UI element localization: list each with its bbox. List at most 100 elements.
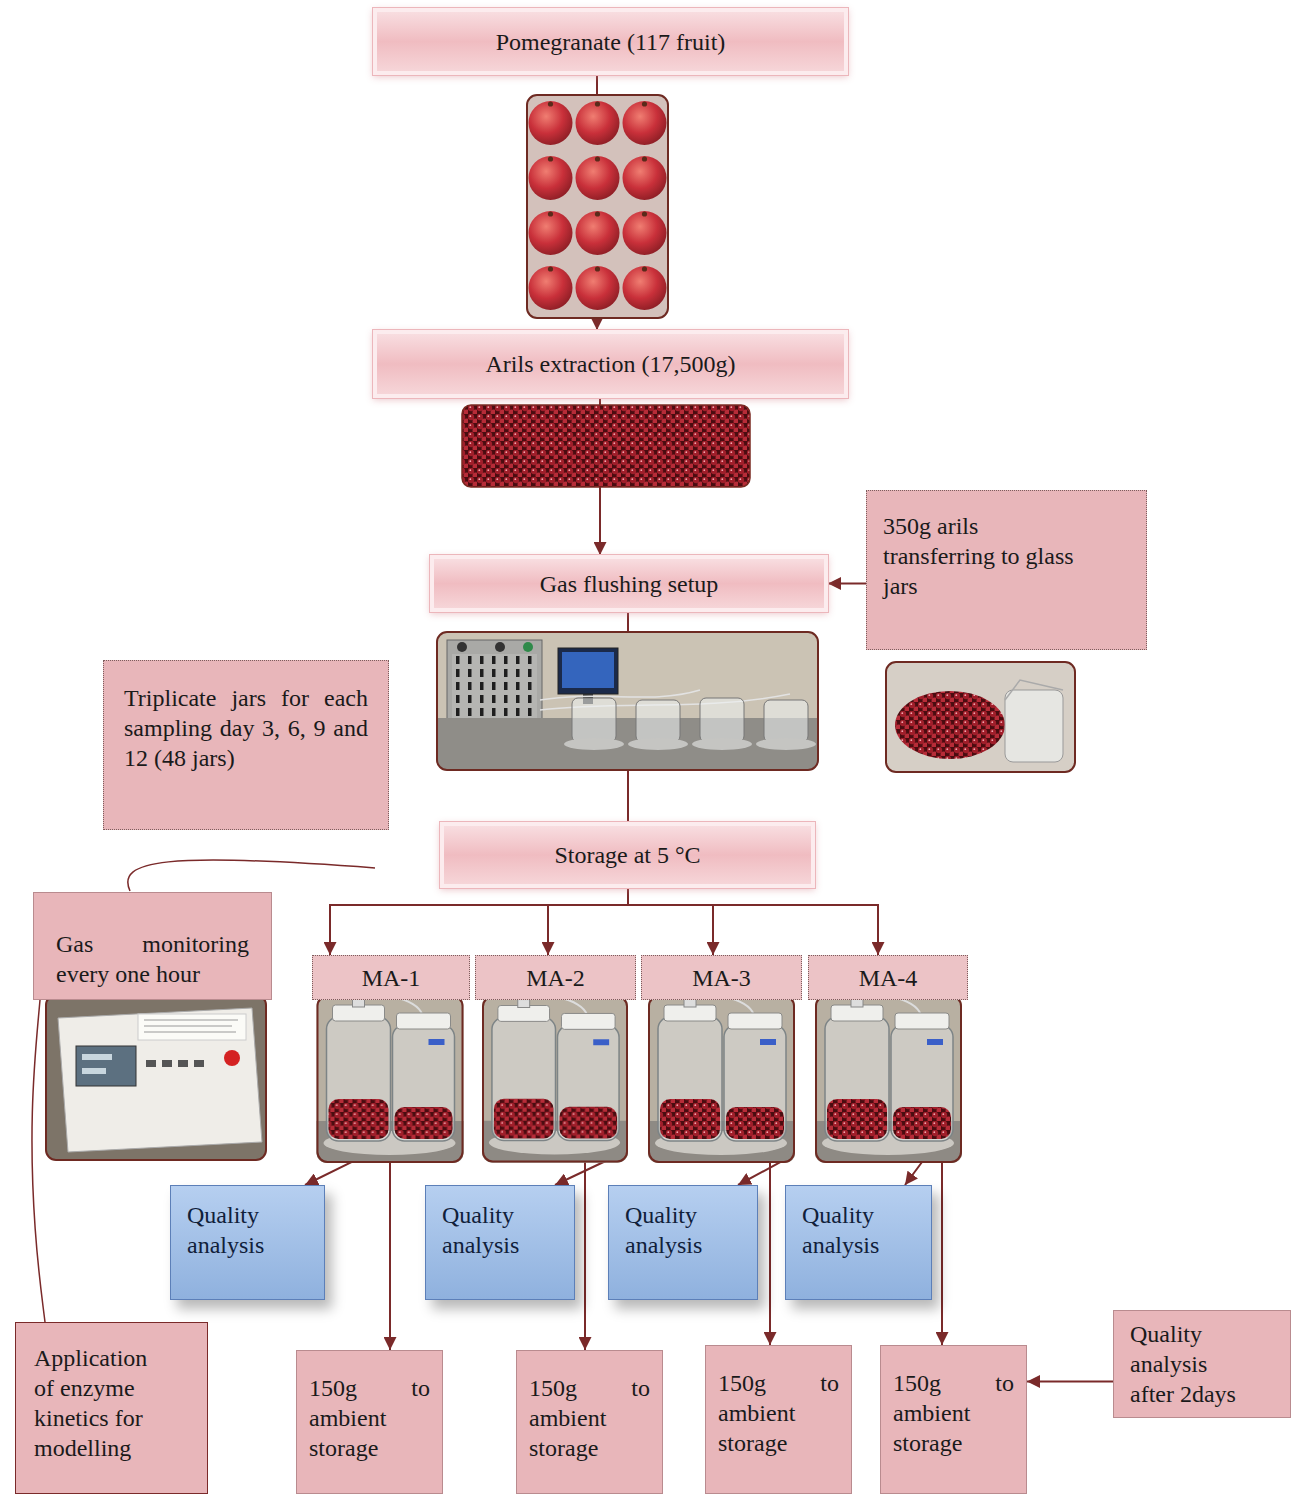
box-text: MA-1: [362, 963, 421, 993]
gas-flushing-photo: [564, 738, 624, 750]
process-box: Quality analysis: [608, 1185, 758, 1300]
flow-connector: [1027, 1381, 1113, 1383]
box-text: MA-3: [692, 963, 751, 993]
gas-flushing-photo: [764, 700, 808, 742]
box-text: Quality analysis after 2days: [1130, 1319, 1255, 1409]
treatment-label: MA-4: [808, 955, 968, 1000]
box-text: Gas monitoring every one hour: [56, 929, 249, 989]
gas-flushing-photo: [437, 632, 818, 770]
box-text: 350g arils transferring to glass jars: [883, 511, 1083, 601]
gas-flushing-photo: [523, 642, 533, 652]
process-box: 150g to ambient storage: [705, 1345, 852, 1494]
gas-analyser-photo: [162, 1060, 172, 1067]
arils-jar-photo: [886, 662, 1075, 772]
arils-photo: [462, 405, 750, 487]
gas-flushing-photo: [457, 642, 467, 652]
gas-analyser-photo: [144, 1020, 238, 1032]
arils-jar-photo: [895, 691, 1005, 759]
pomegranate-photo: [527, 95, 668, 318]
gas-analyser-photo: [146, 1060, 156, 1067]
treatment-label: MA-3: [641, 955, 802, 1000]
gas-flushing-photo: [692, 738, 752, 750]
gas-flushing-photo: [756, 738, 816, 750]
process-banner: Storage at 5 °C: [440, 822, 815, 888]
jar-photo: [815, 995, 962, 1163]
gas-flushing-photo: [700, 698, 744, 742]
flow-connector: [330, 888, 628, 955]
gas-flushing-photo: [562, 652, 614, 688]
box-text: Gas flushing setup: [540, 569, 719, 599]
jar-photo: [317, 995, 464, 1163]
box-text: Application of enzyme kinetics for model…: [34, 1343, 172, 1463]
gas-flushing-photo: [437, 632, 818, 770]
arils-jar-photo: [1005, 690, 1063, 762]
box-text: Triplicate jars for each sampling day 3,…: [124, 683, 368, 773]
gas-analyser-photo: [178, 1060, 188, 1067]
gas-flushing-photo: [437, 718, 818, 770]
flow-connector: [548, 888, 628, 955]
gas-flushing-photo: [572, 698, 616, 742]
box-text: 150g to ambient storage: [718, 1368, 839, 1458]
flow-connector: [828, 583, 866, 585]
process-box: Quality analysis: [785, 1185, 932, 1300]
note-box: 350g arils transferring to glass jars: [866, 490, 1147, 650]
box-text: MA-4: [859, 963, 918, 993]
gas-analyser-photo: [194, 1060, 204, 1067]
leader-line: [128, 860, 375, 891]
box-text: 150g to ambient storage: [529, 1373, 650, 1463]
gas-flushing-photo: [636, 700, 680, 742]
note-box: Quality analysis after 2days: [1113, 1310, 1291, 1418]
jar-photo: [648, 995, 795, 1163]
gas-analyser-photo: [46, 995, 266, 1160]
arils-jar-photo: [886, 662, 1075, 772]
pomegranate-photo: [527, 95, 668, 318]
gas-flushing-photo: [495, 642, 505, 652]
gas-analyser-photo: [224, 1050, 240, 1066]
box-text: Quality analysis: [802, 1200, 915, 1260]
box-text: Storage at 5 °C: [554, 840, 700, 870]
arils-photo: [462, 405, 750, 487]
process-banner: Gas flushing setup: [430, 555, 828, 612]
gas-analyser-photo: [46, 995, 266, 1160]
box-text: Arils extraction (17,500g): [486, 349, 736, 379]
flow-connector: [628, 888, 713, 955]
box-text: Pomegranate (117 fruit): [496, 27, 726, 57]
box-text: 150g to ambient storage: [309, 1373, 430, 1463]
gas-flushing-photo: [628, 738, 688, 750]
box-text: Quality analysis: [442, 1200, 558, 1260]
arils-jar-photo: [1005, 680, 1063, 700]
gas-analyser-photo: [46, 995, 266, 1160]
connector-group: [32, 75, 1113, 1382]
title-banner: Pomegranate (117 fruit): [373, 8, 848, 75]
box-text: Quality analysis: [625, 1200, 741, 1260]
process-box: Quality analysis: [170, 1185, 325, 1300]
box-text: Quality analysis: [187, 1200, 308, 1260]
gas-analyser-photo: [82, 1068, 106, 1074]
process-box: 150g to ambient storage: [296, 1350, 443, 1494]
gas-analyser-photo: [58, 1008, 262, 1152]
process-box: Quality analysis: [425, 1185, 575, 1300]
process-box: 150g to ambient storage: [516, 1350, 663, 1494]
arils-jar-photo: [886, 662, 1075, 772]
gas-analyser-photo: [138, 1014, 246, 1040]
gas-analyser-photo: [76, 1046, 136, 1086]
note-box: Gas monitoring every one hour: [33, 892, 272, 1000]
gas-analyser-photo: [82, 1054, 112, 1060]
flow-connector: [628, 888, 878, 955]
gas-flushing-photo: [437, 632, 818, 770]
box-text: MA-2: [526, 963, 585, 993]
box-text: 150g to ambient storage: [893, 1368, 1014, 1458]
gas-analyser-photo: [46, 995, 266, 1160]
process-box: 150g to ambient storage: [880, 1345, 1027, 1494]
jar-photo: [482, 996, 628, 1163]
flow-connector: [32, 1000, 45, 1322]
arils-jar-photo: [886, 662, 1075, 772]
treatment-label: MA-2: [475, 955, 636, 1000]
process-banner: Arils extraction (17,500g): [373, 330, 848, 398]
note-box: Application of enzyme kinetics for model…: [15, 1322, 208, 1494]
gas-flushing-photo: [437, 632, 818, 770]
treatment-label: MA-1: [312, 955, 470, 1000]
gas-flushing-photo: [558, 648, 618, 694]
note-box: Triplicate jars for each sampling day 3,…: [103, 660, 389, 830]
